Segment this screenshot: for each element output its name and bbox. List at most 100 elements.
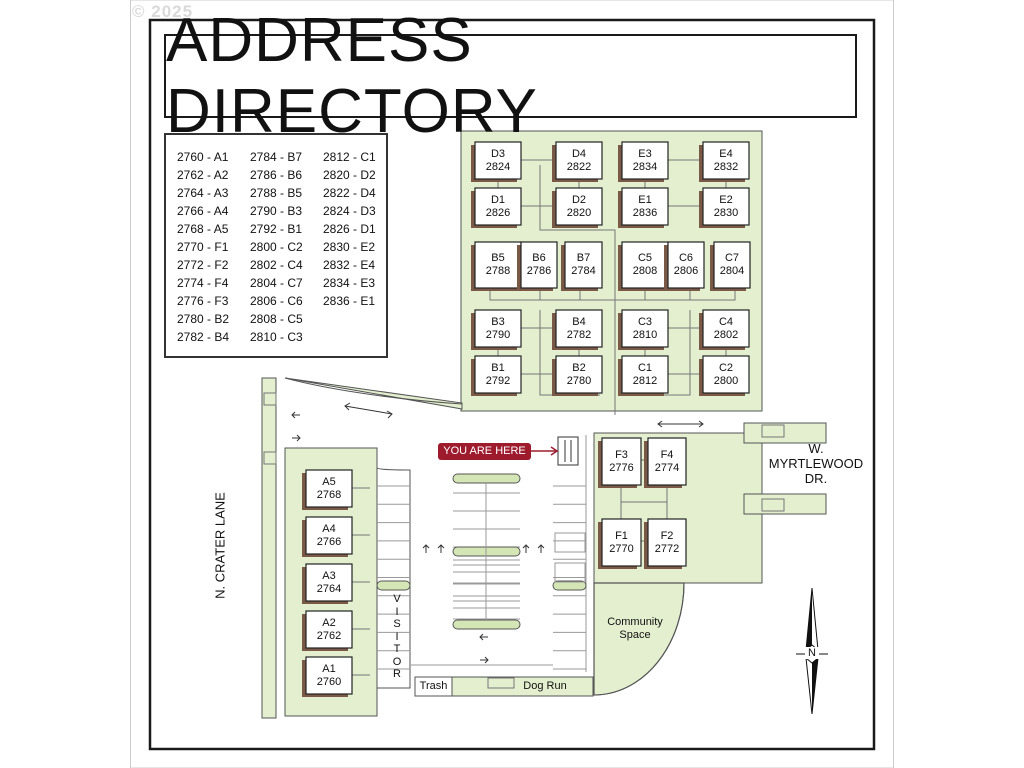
building-e3 — [621, 141, 669, 180]
you-are-here-marker — [531, 436, 579, 466]
building-unit: C4 — [718, 315, 734, 328]
building-a5 — [305, 469, 353, 508]
legend-entry: 2766 - A4 — [177, 204, 229, 218]
building-address: 2788 — [485, 265, 511, 277]
north-label: N — [805, 647, 819, 659]
community-space-area — [593, 582, 685, 696]
building-d1 — [474, 187, 522, 226]
building-address: 2770 — [609, 542, 634, 555]
building-address: 2762 — [316, 629, 342, 642]
legend-entry: 2774 - F4 — [177, 276, 229, 290]
title-box: ADDRESS DIRECTORY — [164, 6, 857, 146]
building-e4 — [702, 141, 750, 180]
visitor-letter: T — [393, 643, 401, 655]
building-address: 2780 — [566, 374, 592, 387]
walkway — [615, 288, 736, 301]
accessible-stalls — [554, 532, 586, 583]
legend-entry: 2790 - B3 — [250, 204, 303, 218]
building-unit: E1 — [638, 193, 652, 206]
building-address: 2836 — [632, 206, 658, 219]
building-address: 2808 — [632, 265, 658, 277]
legend-entry: 2824 - D3 — [323, 204, 376, 218]
legend-entry: 2806 - C6 — [250, 294, 303, 308]
building-a2 — [305, 610, 353, 649]
building-unit: C3 — [637, 315, 653, 328]
building-unit: C2 — [718, 361, 734, 374]
building-unit: D2 — [571, 193, 587, 206]
street-label-line2: MYRTLEWOOD — [768, 456, 864, 471]
legend-entry: 2834 - E3 — [323, 276, 376, 290]
map-border — [148, 18, 876, 751]
building-a3 — [305, 563, 353, 602]
visitor-letter: S — [393, 618, 401, 630]
visitor-letter: I — [395, 630, 399, 643]
building-a4 — [305, 516, 353, 555]
building-address: 2832 — [713, 160, 739, 173]
building-address: 2804 — [719, 265, 745, 277]
legend-entry: 2780 - B2 — [177, 312, 230, 326]
building-unit: B5 — [491, 252, 505, 264]
legend-entry: 2772 - F2 — [177, 258, 229, 272]
legend-entry: 2786 - B6 — [250, 168, 303, 182]
building-address: 2812 — [632, 374, 658, 387]
building-address: 2820 — [566, 206, 592, 219]
grass-north-sliver — [284, 377, 463, 410]
building-b3 — [474, 309, 522, 348]
building-b7 — [564, 241, 603, 289]
building-f1 — [601, 518, 642, 567]
dog-run-label: Dog Run — [523, 680, 567, 692]
building-address: 2768 — [316, 488, 342, 501]
building-address: 2806 — [673, 265, 699, 277]
building-unit: B3 — [491, 315, 505, 328]
building-unit: A3 — [322, 569, 336, 582]
road-arrows — [291, 402, 704, 664]
legend-entry: 2782 - B4 — [177, 330, 230, 344]
building-d4 — [555, 141, 603, 180]
legend-entry: 2762 - A2 — [177, 168, 229, 182]
legend-entry: 2808 - C5 — [250, 312, 303, 326]
building-unit: E3 — [638, 147, 652, 160]
north-arrow — [796, 587, 828, 715]
street-label-line3: DR. — [804, 471, 828, 486]
community-line1: Community — [607, 616, 663, 628]
grass-west-edge — [261, 377, 277, 719]
building-address: 2776 — [609, 461, 634, 474]
building-e1 — [621, 187, 669, 226]
building-address: 2792 — [485, 374, 511, 387]
building-unit: B1 — [491, 361, 505, 374]
legend-entry: 2770 - F1 — [177, 240, 229, 254]
building-unit: F2 — [660, 529, 674, 542]
building-f2 — [647, 518, 687, 567]
grass-east-road-north — [743, 422, 827, 444]
legend-entry: 2812 - C1 — [323, 150, 376, 164]
building-unit: C5 — [637, 252, 653, 264]
visitor-letter: I — [395, 605, 399, 618]
building-address: 2800 — [713, 374, 739, 387]
street-label-myrtlewood: W. MYRTLEWOOD DR. — [766, 441, 866, 486]
building-unit: F3 — [615, 448, 628, 461]
